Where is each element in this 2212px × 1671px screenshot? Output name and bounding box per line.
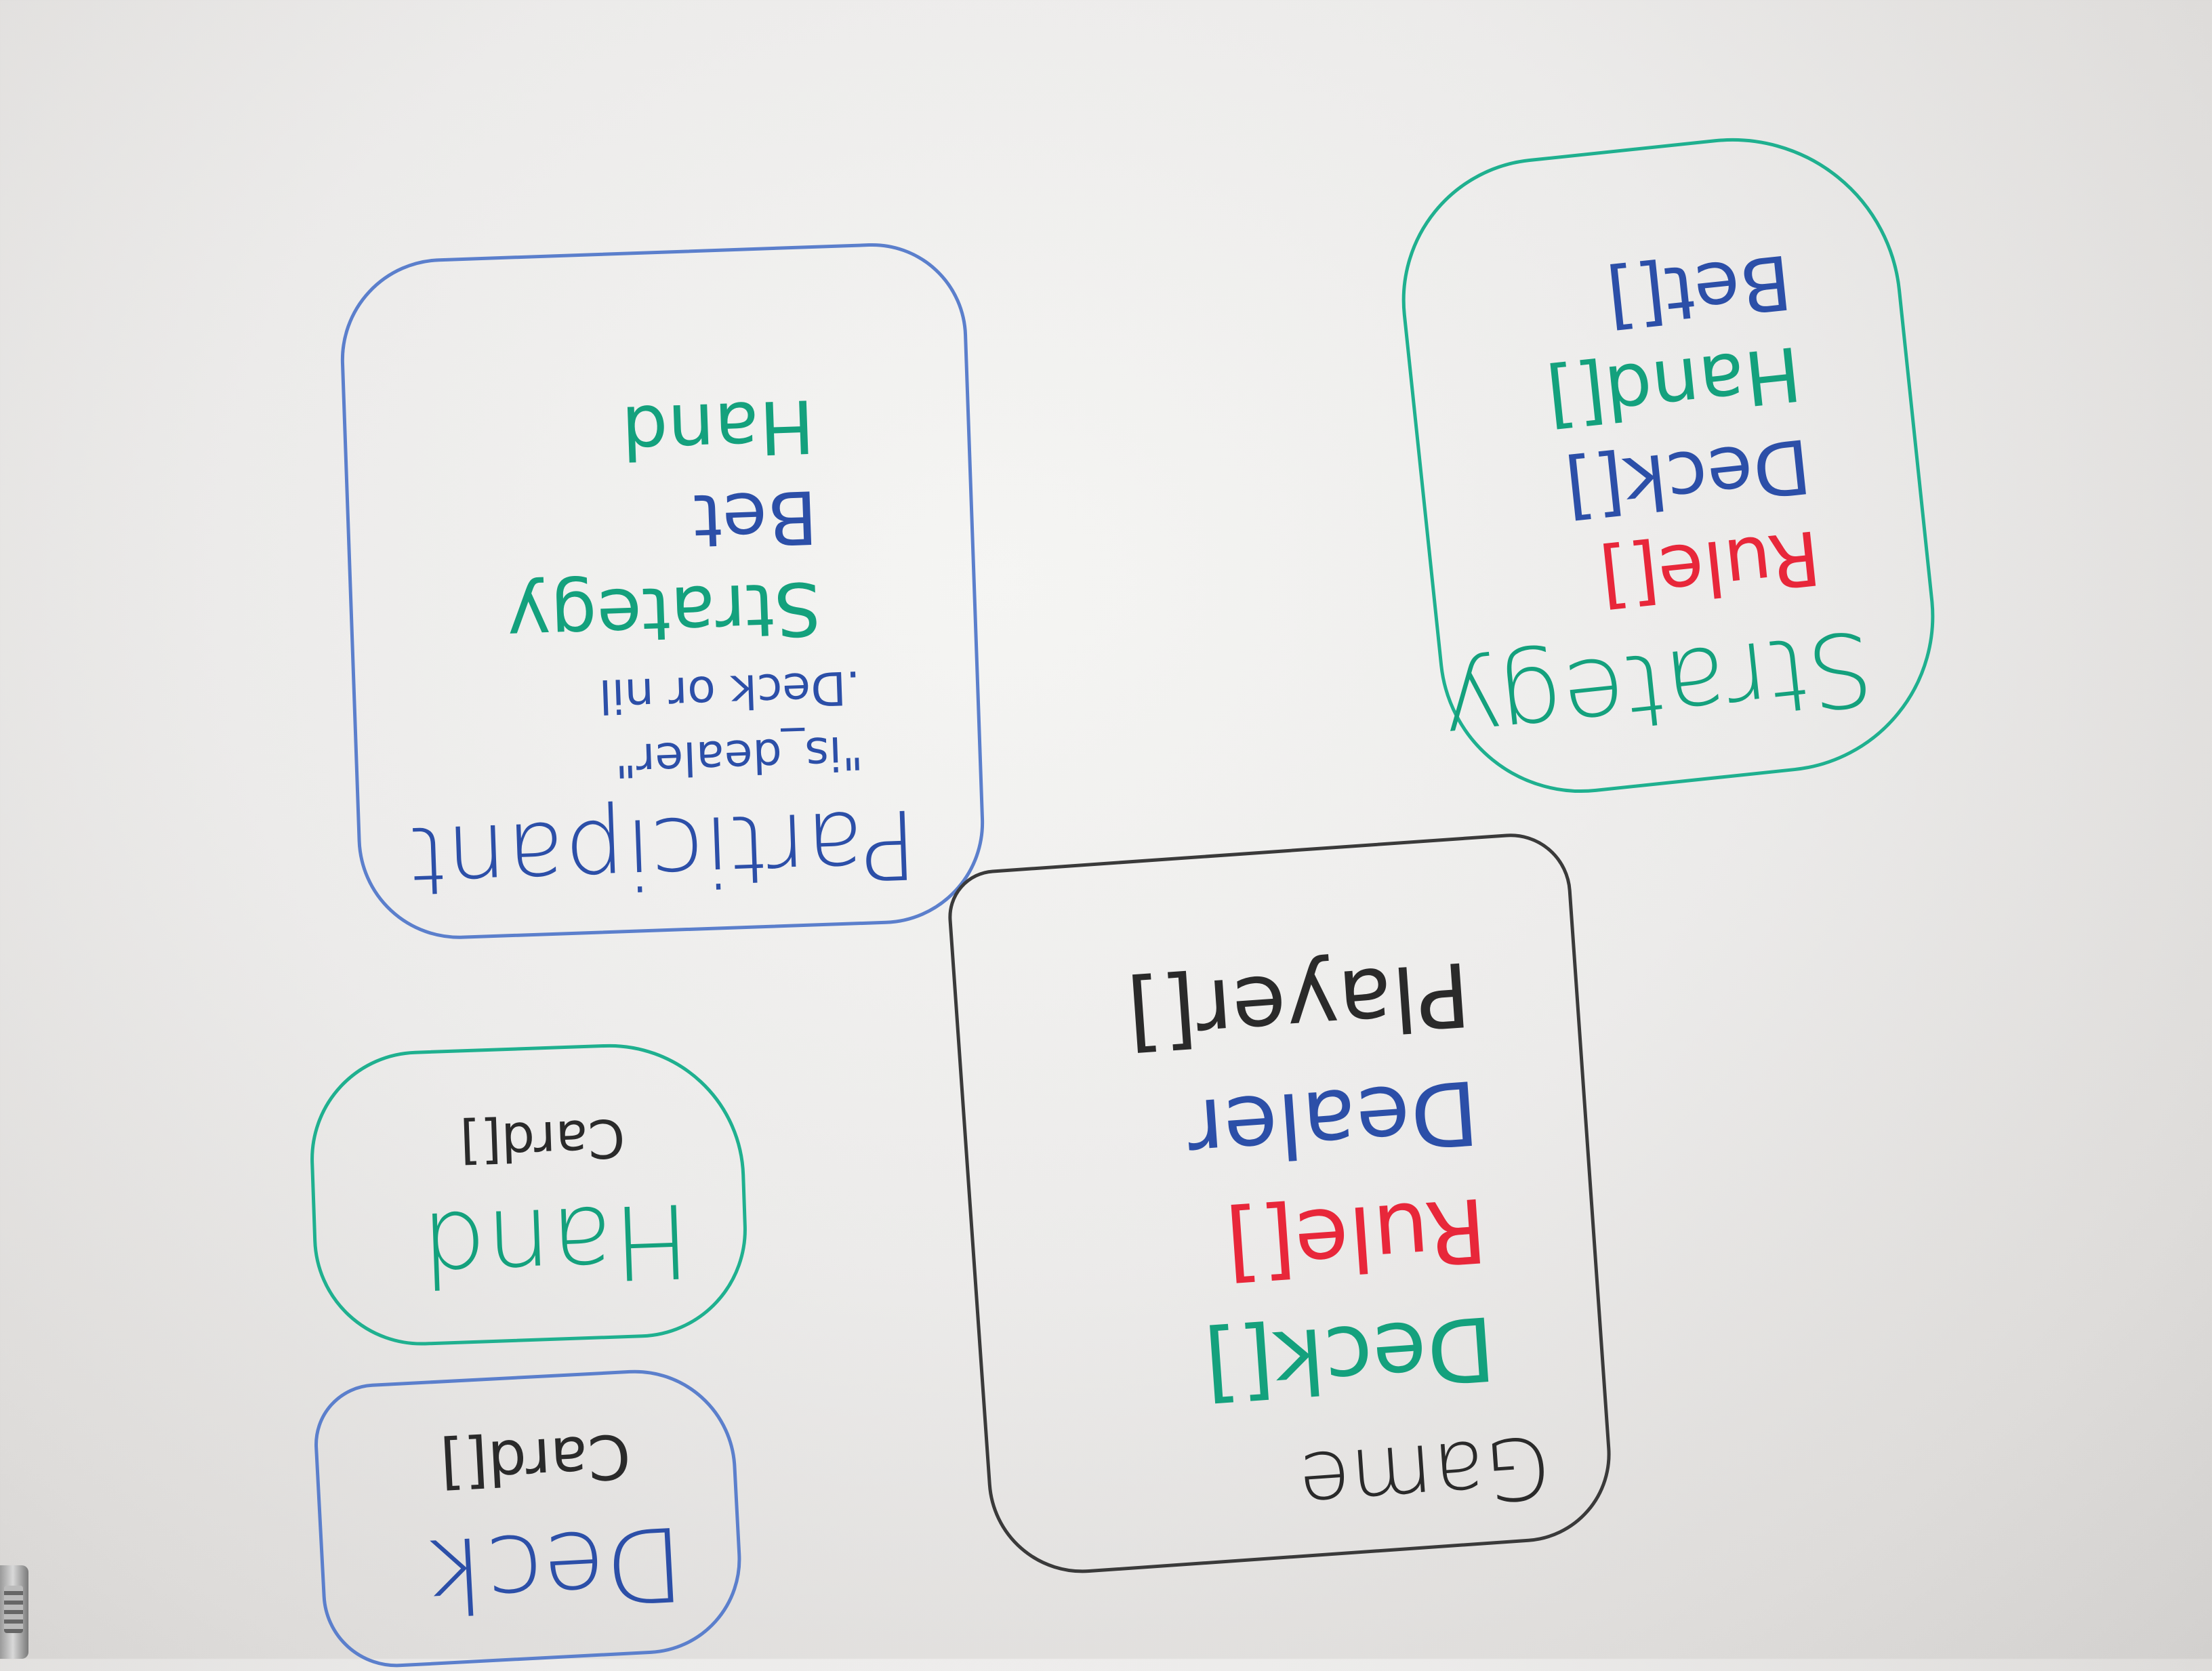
participant-bubble: Participant "is_dealer" .Deck or nil Str… <box>337 240 988 943</box>
board-clip <box>0 1565 28 1659</box>
deck-line-card: Card[] <box>438 1420 633 1502</box>
participant-title: Participant <box>407 787 920 916</box>
hand-line-card: Card[] <box>459 1107 626 1174</box>
participant-line-is-dealer: "is_dealer" <box>614 724 864 787</box>
game-line-deck: Deck[] <box>1201 1296 1498 1419</box>
strategy-bubble: Strategy Rule[] Deck[] Hand[] Bet[] <box>1387 121 1950 807</box>
participant-line-hand: Hand <box>620 383 816 475</box>
game-title: Game <box>1295 1416 1554 1532</box>
deck-title: Deck <box>425 1503 687 1634</box>
game-line-dealer: Dealer <box>1184 1060 1482 1183</box>
hand-title: Hand <box>419 1180 692 1308</box>
strategy-title: Strategy <box>1436 606 1879 770</box>
participant-line-deck-or-nil: .Deck or nil <box>598 659 862 723</box>
hand-bubble: Hand Card[] <box>306 1039 751 1350</box>
participant-line-bet: Bet <box>692 474 819 563</box>
game-line-player: Player[] <box>1124 942 1474 1069</box>
participant-line-strategy: Strategy <box>506 564 823 661</box>
game-line-rule: Rule[] <box>1223 1178 1490 1299</box>
game-bubble: Game Deck[] Rule[] Dealer Player[] <box>945 829 1617 1580</box>
deck-bubble: Deck Card[] <box>311 1365 746 1671</box>
